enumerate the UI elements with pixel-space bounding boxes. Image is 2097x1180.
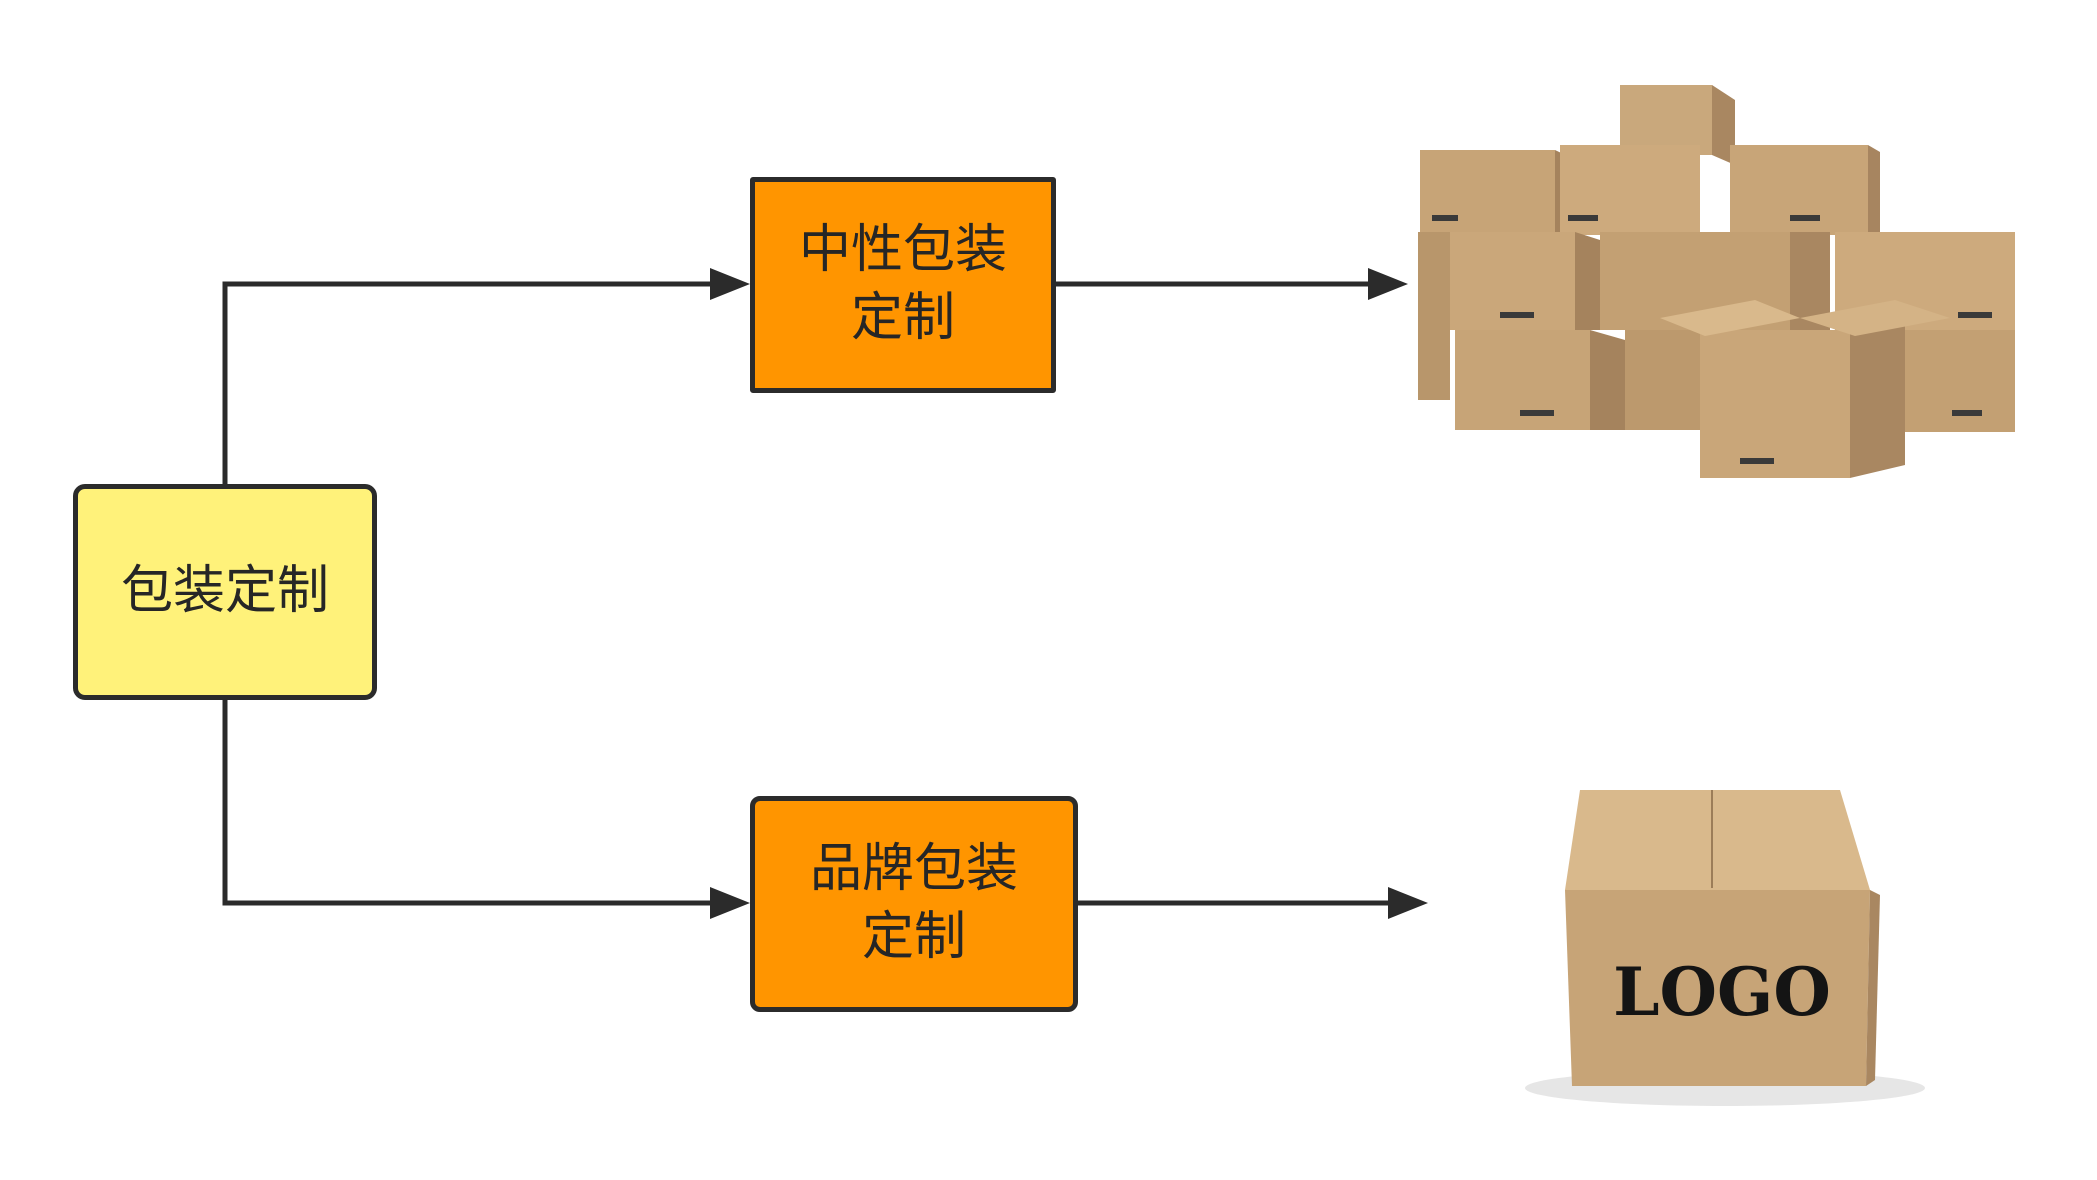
cardboard-boxes-illustration <box>1408 75 2032 492</box>
arrowhead-brand-to-image <box>1388 887 1428 919</box>
packaging-customization-node: 包装定制 <box>73 484 377 700</box>
neutral-packaging-label: 中性包装 定制 <box>798 220 1007 348</box>
arrowhead-root-to-brand <box>710 887 750 919</box>
arrowhead-neutral-to-image <box>1368 268 1408 300</box>
brand-packaging-label: 品牌包装 定制 <box>809 839 1018 967</box>
connector-root-to-brand <box>222 700 712 906</box>
brand-packaging-node: 品牌包装 定制 <box>750 796 1078 1012</box>
logo-box-illustration: LOGO <box>1525 790 1925 1106</box>
arrowhead-root-to-neutral <box>710 268 750 300</box>
neutral-packaging-node: 中性包装 定制 <box>750 177 1056 393</box>
logo-box-label: LOGO <box>1613 953 1831 1031</box>
packaging-customization-label: 包装定制 <box>120 561 329 622</box>
connector-root-to-neutral <box>222 281 712 484</box>
